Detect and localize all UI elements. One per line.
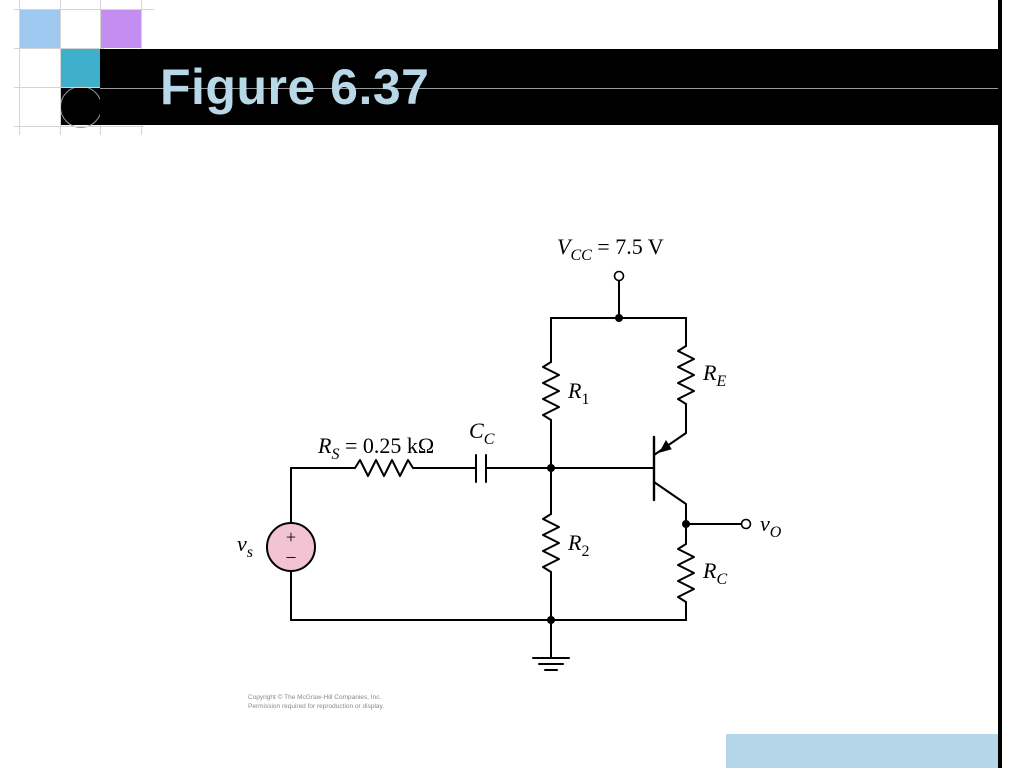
slide-title: Figure 6.37 bbox=[160, 59, 430, 115]
square-teal bbox=[60, 49, 100, 87]
label-r1: R1 bbox=[567, 378, 589, 408]
label-cc: CC bbox=[469, 418, 495, 448]
label-rc: RC bbox=[702, 558, 727, 588]
grid-line bbox=[14, 87, 104, 88]
resistor-rc bbox=[677, 543, 695, 603]
label-vcc: VCC = 7.5 V bbox=[557, 234, 664, 264]
grid-line bbox=[14, 126, 144, 127]
grid-line bbox=[14, 48, 104, 49]
source-plus-sign: + bbox=[286, 527, 296, 547]
resistor-rs bbox=[354, 459, 414, 477]
resistor-r2 bbox=[542, 513, 560, 573]
resistor-re bbox=[677, 345, 695, 405]
transistor-collector bbox=[653, 481, 687, 505]
grid-line bbox=[19, 0, 20, 135]
junction-dot bbox=[682, 520, 690, 528]
label-vo: vO bbox=[760, 511, 782, 541]
emitter-arrow bbox=[658, 440, 672, 453]
copyright-line-2: Permission required for reproduction or … bbox=[248, 703, 385, 710]
copyright-line-1: Copyright © The McGraw-Hill Companies, I… bbox=[248, 694, 382, 701]
grid-line bbox=[14, 9, 154, 10]
transistor-emitter bbox=[653, 432, 687, 456]
footer-block bbox=[726, 734, 998, 768]
junction-dot bbox=[547, 464, 555, 472]
grid-line bbox=[60, 0, 61, 135]
label-vs: vs bbox=[237, 531, 253, 561]
title-bar bbox=[100, 49, 998, 125]
label-rs: RS = 0.25 kΩ bbox=[317, 433, 434, 463]
junction-dot bbox=[615, 314, 623, 322]
square-purple bbox=[101, 10, 141, 48]
right-border-bar bbox=[998, 0, 1002, 768]
label-re: RE bbox=[702, 360, 726, 390]
title-underline bbox=[100, 88, 998, 89]
label-r2: R2 bbox=[567, 530, 589, 560]
square-light-blue bbox=[20, 10, 60, 48]
junction-dot bbox=[547, 616, 555, 624]
right-margin bbox=[998, 0, 1024, 768]
voltage-source bbox=[266, 522, 316, 572]
vo-terminal bbox=[740, 518, 752, 530]
source-minus-sign: – bbox=[286, 546, 297, 566]
vcc-terminal bbox=[613, 270, 625, 282]
copyright-notice: Copyright © The McGraw-Hill Companies, I… bbox=[248, 693, 384, 711]
resistor-r1 bbox=[542, 361, 560, 421]
